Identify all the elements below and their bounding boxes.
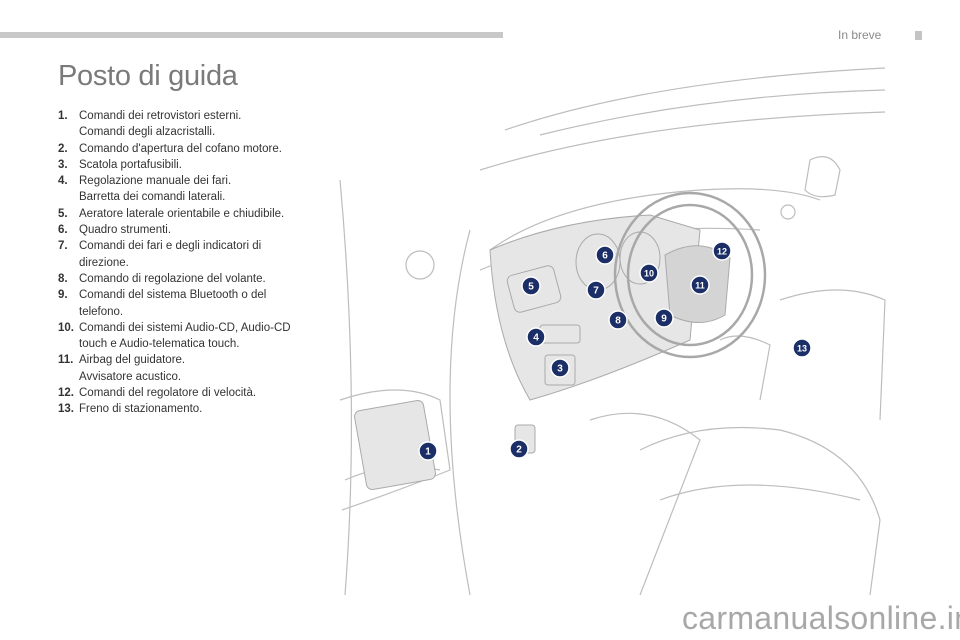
badge-number: 8 [615, 316, 621, 327]
badge-circle [521, 276, 541, 296]
list-item: 4.Regolazione manuale dei fari. Barretta… [58, 175, 232, 204]
badge-number: 3 [557, 364, 563, 375]
callout-badge-11: 11 [690, 275, 710, 295]
callout-badge-2: 2 [509, 439, 529, 459]
callout-badge-7: 7 [586, 280, 606, 300]
callout-badge-13: 13 [792, 338, 812, 358]
list-item: 6.Quadro strumenti. [58, 224, 172, 237]
badge-circle [690, 275, 710, 295]
list-item: 2.Comando d'apertura del cofano motore. [58, 142, 282, 155]
badge-number: 9 [661, 314, 667, 325]
list-item: 9.Comandi del sistema Bluetooth o del te… [58, 289, 267, 318]
dashboard-shading [354, 214, 701, 491]
badge-number: 1 [425, 447, 431, 458]
legend-list: 1.Comandi dei retrovistori esterni. Coma… [58, 108, 328, 418]
badge-number: 6 [602, 251, 608, 262]
badge-circle [712, 241, 732, 261]
list-item: 7.Comandi dei fari e degli indicatori di… [58, 240, 262, 269]
list-item: 5.Aeratore laterale orientabile e chiudi… [58, 207, 285, 220]
steering-wheel [613, 191, 767, 359]
list-item: 10.Comandi dei sistemi Audio-CD, Audio-C… [58, 321, 291, 351]
badge-number: 2 [516, 445, 522, 456]
callout-badge-6: 6 [595, 245, 615, 265]
badge-number: 12 [717, 247, 727, 257]
badge-number: 10 [644, 269, 654, 279]
callout-badge-8: 8 [608, 310, 628, 330]
list-item: 3.Scatola portafusibili. [58, 158, 182, 171]
list-item: 11.Airbag del guidatore. Avvisatore acus… [58, 354, 186, 383]
list-item: 13.Freno di stazionamento. [58, 403, 203, 416]
callout-badge-12: 12 [712, 241, 732, 261]
page-title: Posto di guida [58, 60, 238, 92]
badge-circle [595, 245, 615, 265]
section-marker [915, 31, 922, 40]
section-label: In breve [838, 28, 882, 42]
badge-circle [639, 263, 659, 283]
badge-number: 5 [528, 282, 534, 293]
callout-badge-3: 3 [550, 358, 570, 378]
watermark: carmanualsonline.info [682, 600, 960, 636]
callout-badge-4: 4 [526, 327, 546, 347]
callout-badge-5: 5 [521, 276, 541, 296]
list-item: 1.Comandi dei retrovistori esterni. Coma… [58, 110, 242, 139]
list-item: 12.Comandi del regolatore di velocità. [58, 387, 257, 400]
badge-number: 13 [797, 344, 807, 354]
badge-circle [608, 310, 628, 330]
badge-number: 4 [533, 333, 539, 344]
badge-circle [654, 308, 674, 328]
illustration-lines [339, 67, 886, 596]
badge-circle [509, 439, 529, 459]
badge-circle [526, 327, 546, 347]
callout-badge-1: 1 [418, 441, 438, 461]
callout-badge-10: 10 [639, 263, 659, 283]
badge-circle [792, 338, 812, 358]
callout-badge-9: 9 [654, 308, 674, 328]
badge-number: 7 [593, 286, 599, 297]
badge-circle [418, 441, 438, 461]
badge-number: 11 [695, 281, 705, 291]
list-item: 8.Comando di regolazione del volante. [58, 272, 266, 285]
header-bar [0, 32, 503, 38]
badge-circle [586, 280, 606, 300]
badge-circle [550, 358, 570, 378]
